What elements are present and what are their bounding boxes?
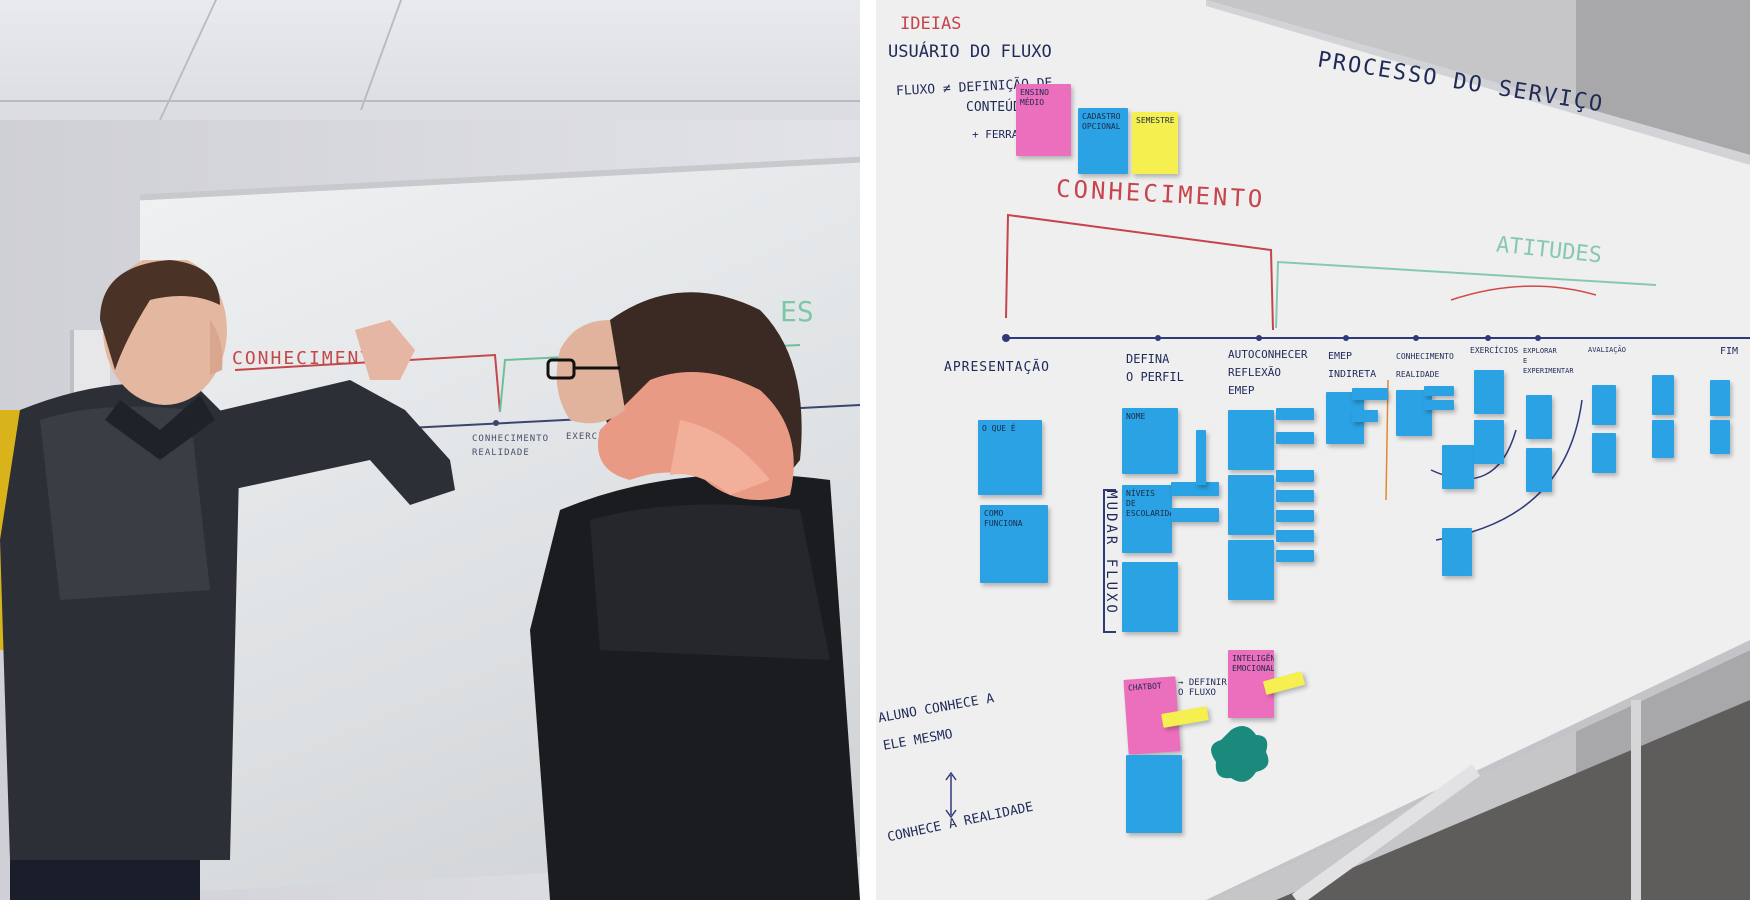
stage-explorar: EXPLORAR E EXPERIMENTAR [1523, 347, 1574, 375]
stage-apresentacao: APRESENTAÇÃO [944, 360, 1050, 375]
sticky-note-small [1276, 470, 1314, 482]
sticky-note [1474, 420, 1504, 464]
mudar-fluxo-label: MUDAR FLUXO [1102, 490, 1119, 616]
stage-defina-perfil: DEFINA O PERFIL [1126, 352, 1184, 384]
sticky-note [1652, 375, 1674, 415]
sticky-note [1126, 755, 1182, 833]
sticky-note [1474, 370, 1504, 414]
ideias-label: IDEIAS [900, 14, 962, 34]
sticky-note-small [1276, 490, 1314, 502]
sticky-note [1228, 410, 1274, 470]
stage-autoconhecer: AUTOCONHECER REFLEXÃO EMEP [1228, 348, 1308, 397]
sticky-note-small [1352, 410, 1378, 422]
sticky-note [1442, 445, 1474, 489]
sticky-note [1228, 540, 1274, 600]
conteudo-label: CONTEÚDO [966, 100, 1029, 115]
conhecimento-annotation: CONHECIMENT [232, 348, 374, 369]
sticky-note-small [1352, 388, 1388, 400]
exercicios-annotation: EXERCÍCIOS [566, 432, 631, 442]
sticky-note-small [1424, 386, 1454, 396]
sticky-note-small [1171, 482, 1219, 496]
sticky-note-small [1276, 432, 1314, 444]
sticky-note-small [1171, 508, 1219, 522]
atitudes-annotation: ES [780, 295, 814, 328]
conhecimento-realidade-annotation: CONHECIMENTO REALIDADE [472, 434, 550, 458]
sticky-note-ensino-medio: ENSINO MÉDIO [1016, 84, 1071, 156]
sticky-note-small [1276, 550, 1314, 562]
sticky-note [1592, 385, 1616, 425]
sticky-note-semestre: SEMESTRE [1132, 112, 1178, 174]
sticky-note-small [1424, 400, 1454, 410]
sticky-note [1396, 390, 1432, 436]
sticky-note-nome: NOME [1122, 408, 1178, 474]
sticky-note-small [1276, 510, 1314, 522]
stage-fim: FIM [1720, 346, 1739, 357]
woman-with-pink-hair [530, 292, 860, 900]
sticky-note-niveis: NÍVEIS DE ESCOLARIDADE [1122, 485, 1172, 553]
sticky-note [1592, 433, 1616, 473]
usuario-label: USUÁRIO DO FLUXO [888, 42, 1052, 62]
sticky-note-small [1276, 408, 1314, 420]
sticky-note [1710, 420, 1730, 454]
sticky-note-cadastro: CADASTRO OPCIONAL [1078, 108, 1128, 174]
sticky-note [1442, 528, 1472, 576]
sticky-note-small [1276, 530, 1314, 542]
sticky-note [1652, 420, 1674, 458]
stage-conhecimento-realidade: CONHECIMENTO REALIDADE [1396, 352, 1454, 379]
sticky-note [1710, 380, 1730, 416]
left-photo-whiteboard-session: CONHECIMENT CONHECIMENTO REALIDADE EXERC… [0, 0, 860, 900]
stage-exercicios: EXERCÍCIOS [1470, 346, 1519, 355]
sticky-note [1526, 395, 1552, 439]
stage-avaliacao: AVALIAÇÃO [1588, 346, 1626, 354]
right-photo-service-process-board: IDEIAS USUÁRIO DO FLUXO FLUXO ≠ DEFINIÇÃ… [876, 0, 1750, 900]
ceiling-tile-line [0, 100, 860, 102]
stage-emep-indireta: EMEP INDIRETA [1328, 351, 1377, 380]
sticky-note-como-funciona: COMO FUNCIONA [980, 505, 1048, 583]
man-writing-on-board [0, 260, 455, 900]
sticky-note [1526, 448, 1552, 492]
definir-fluxo-label: → DEFINIR O FLUXO [1178, 678, 1227, 698]
photo-divider [860, 0, 876, 900]
sticky-note-small [1196, 430, 1206, 485]
sticky-note [1122, 562, 1178, 632]
sticky-note [1228, 475, 1274, 535]
sticky-note-o-que-e: O QUE É [978, 420, 1042, 495]
